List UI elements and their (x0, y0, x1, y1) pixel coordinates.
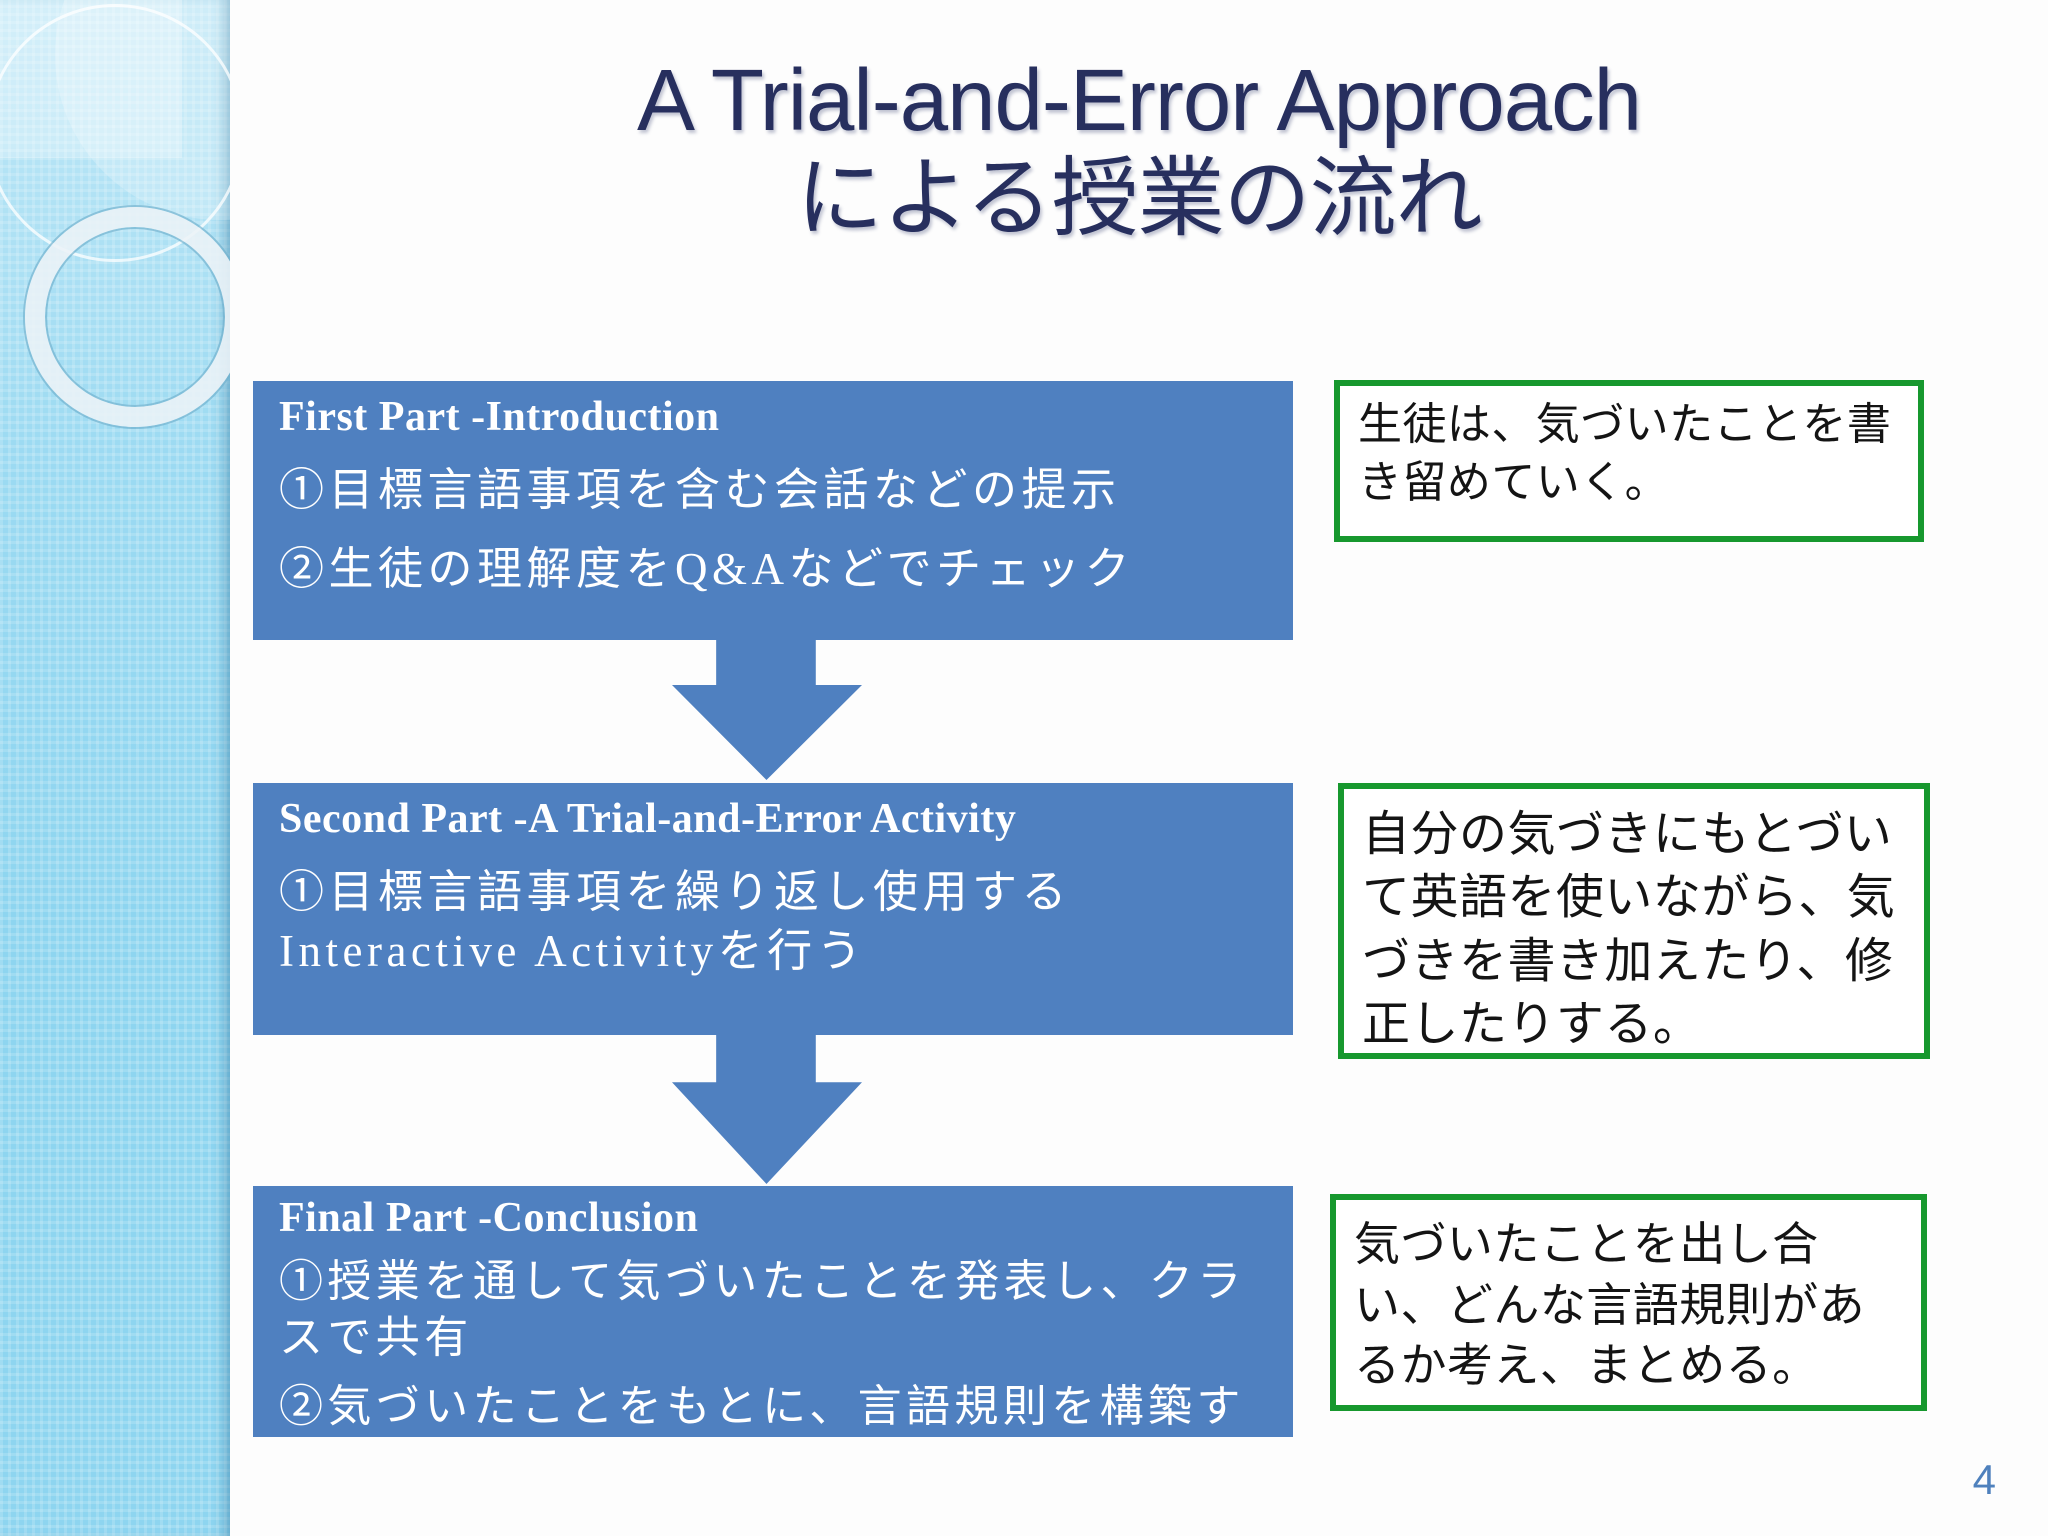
flow-box-line: ②気づいたことをもとに、言語規則を構築する (279, 1381, 1245, 1431)
down-arrow-icon (672, 640, 862, 780)
flow-box-final-part: Final Part -Conclusion ①授業を通して気づいたことを発表し… (253, 1186, 1293, 1437)
flow-box-line: ①授業を通して気づいたことを発表し、クラスで共有 (279, 1257, 1246, 1363)
flow-box-heading: Second Part -A Trial-and-Error Activity (279, 796, 1017, 842)
flow-box-line: ②生徒の理解度をQ&Aなどでチェック (279, 544, 1135, 595)
flow-box-first-part: First Part -Introduction ①目標言語事項を含む会話などの… (253, 381, 1293, 640)
callout-note-final: 気づいたことを出し合い、どんな言語規則があるか考え、まとめる。 (1330, 1194, 1927, 1411)
flow-box-line: ①目標言語事項を含む会話などの提示 (279, 465, 1121, 515)
title-line-english: A Trial-and-Error Approach (637, 52, 1642, 149)
callout-note-second: 自分の気づきにもとづいて英語を使いながら、気づきを書き加えたり、修正したりする。 (1338, 783, 1930, 1059)
down-arrow-icon (672, 1034, 862, 1184)
title-line-japanese: による授業の流れ (796, 150, 1482, 248)
sidebar-thick-ring (25, 207, 230, 427)
flow-box-second-part: Second Part -A Trial-and-Error Activity … (253, 783, 1293, 1035)
flow-box-line: ①目標言語事項を繰り返し使用するInteractive Activityを行う (279, 867, 1072, 977)
callout-note-first: 生徒は、気づいたことを書き留めていく。 (1334, 380, 1924, 542)
sidebar-decoration (0, 0, 230, 1536)
flow-box-heading: First Part -Introduction (279, 394, 720, 440)
page-number: 4 (1972, 1456, 1996, 1503)
flow-box-heading: Final Part -Conclusion (279, 1195, 699, 1241)
